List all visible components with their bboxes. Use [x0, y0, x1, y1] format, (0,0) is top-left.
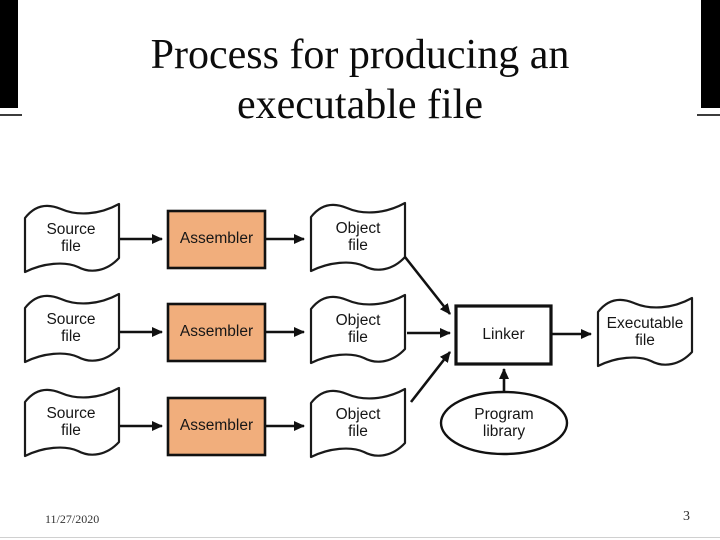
page-number: 3 — [683, 509, 690, 524]
arrow-object1-linker — [403, 256, 452, 315]
node-label-source-file-3: Source file — [46, 405, 96, 439]
node-label-source-file-1: Source file — [46, 221, 96, 255]
assembler-3-box — [166, 396, 267, 457]
assembler-2-box — [166, 302, 267, 363]
node-label-assembler-2: Assembler — [179, 323, 254, 340]
slide-title-line2: executable file — [236, 82, 483, 128]
node-label-object-file-1: Object file — [335, 220, 381, 254]
node-label-executable-file: Executable file — [606, 315, 684, 349]
node-label-object-file-3: Object file — [335, 406, 381, 440]
node-label-object-file-2: Object file — [335, 312, 381, 346]
node-label-program-library: Program library — [474, 406, 534, 440]
slide-title: Process for producing an executable file — [0, 30, 720, 130]
node-label-source-file-2: Source file — [46, 311, 96, 345]
linker-box — [454, 304, 553, 366]
assembler-1-box — [166, 209, 267, 270]
left-edge-rule — [0, 114, 22, 116]
slide-title-line1: Process for producing an — [150, 32, 570, 78]
top-right-black-bar — [701, 0, 720, 108]
footer-date: 11/27/2020 — [45, 512, 100, 526]
right-edge-rule — [697, 114, 720, 116]
arrow-object3-linker — [409, 351, 452, 403]
program-library-ellipse — [439, 390, 569, 456]
slide-bottom-rule — [0, 537, 720, 538]
top-left-black-bar — [0, 0, 18, 108]
node-label-linker: Linker — [482, 326, 525, 343]
node-label-assembler-3: Assembler — [179, 417, 254, 434]
node-label-assembler-1: Assembler — [179, 230, 254, 247]
